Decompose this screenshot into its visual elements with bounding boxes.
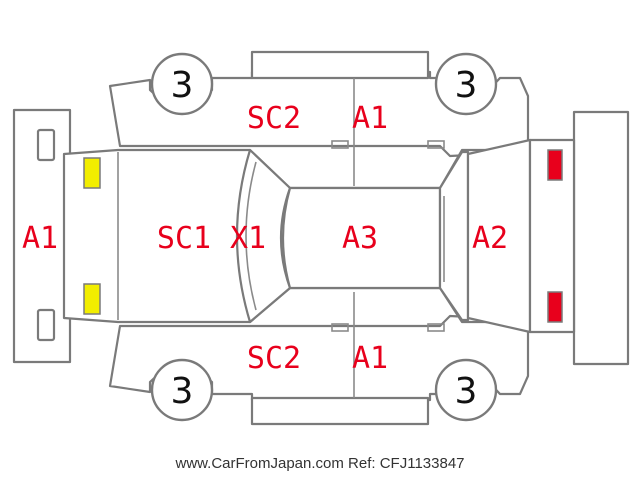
code-rear-gate: A2 [472, 221, 508, 256]
left-front-handle [331, 140, 349, 149]
footer-reference: www.CarFromJapan.com Ref: CFJ1133847 [175, 455, 465, 472]
tire-rear-left [434, 52, 498, 116]
roof [281, 186, 442, 290]
tire-rear-right [434, 358, 498, 422]
code-roof: A3 [342, 221, 378, 256]
front-bumper-slot-top [36, 128, 56, 162]
left-rear-handle [427, 140, 445, 149]
right-front-handle [331, 323, 349, 332]
tire-front-left-grade: 3 [171, 65, 194, 106]
front-bumper-slot-bottom [36, 308, 56, 342]
rear-bumper [572, 110, 630, 366]
rear-lamp-bottom [547, 291, 563, 323]
windshield-inner [245, 161, 257, 311]
tire-front-right [150, 358, 214, 422]
tire-front-right-grade: 3 [171, 371, 194, 412]
front-lamp-bottom [83, 283, 101, 315]
right-roof-rail [250, 396, 430, 426]
code-left-rear-door: A1 [352, 101, 388, 136]
front-lamp-top [83, 157, 101, 189]
tire-rear-left-grade: 3 [455, 65, 478, 106]
tire-rear-right-grade: 3 [455, 371, 478, 412]
rear-end [528, 138, 576, 334]
code-hood: SC1 [157, 221, 211, 256]
tire-front-left [150, 52, 214, 116]
code-windshield: X1 [230, 221, 266, 256]
rear-window [438, 150, 470, 322]
code-front-bumper: A1 [22, 221, 58, 256]
right-rear-handle [427, 323, 445, 332]
code-left-front-door: SC2 [247, 101, 301, 136]
car-outline-svg: 3 3 3 3 A1 SC1 X1 A3 A2 SC2 A1 SC2 A1 [12, 50, 630, 426]
code-right-rear-door: A1 [352, 341, 388, 376]
windshield [235, 148, 292, 324]
code-right-front-door: SC2 [247, 341, 301, 376]
front-bumper [12, 108, 72, 364]
rear-lamp-top [547, 149, 563, 181]
left-roof-rail [250, 50, 430, 80]
